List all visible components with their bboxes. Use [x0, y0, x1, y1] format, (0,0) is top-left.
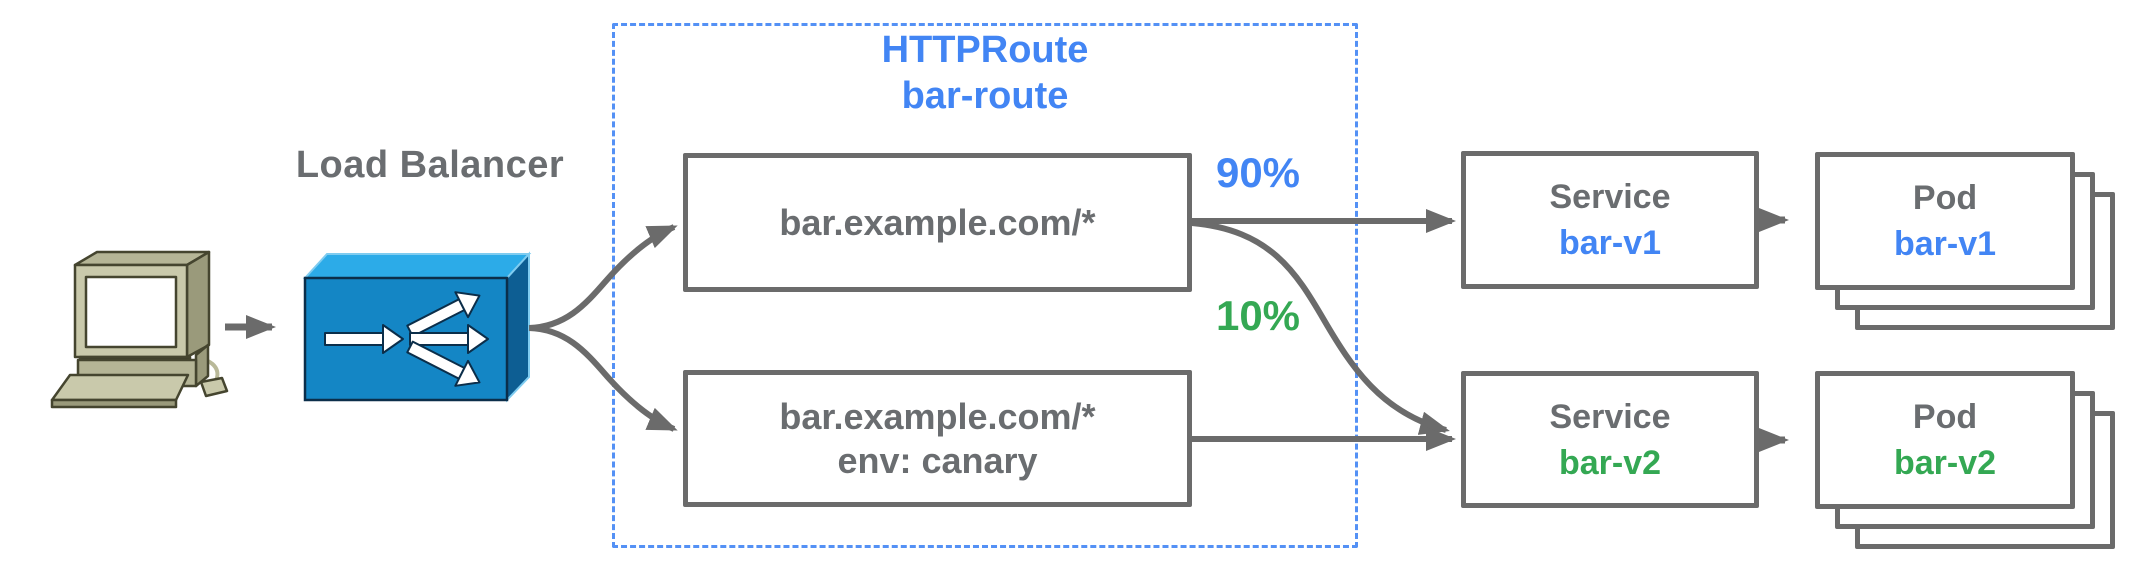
weight-label-10: 10%: [1215, 292, 1301, 339]
service-name: bar-v1: [1558, 224, 1662, 262]
lb-to-rule2-arrow: [528, 325, 678, 432]
keyboard: [50, 373, 190, 402]
pod-name: bar-v2: [1893, 444, 1997, 482]
httproute-group-outline: [612, 23, 1358, 548]
httproute-title: HTTPRoute bar-route: [612, 27, 1358, 119]
desktop-computer-icon: [50, 250, 229, 409]
pod-name: bar-v1: [1893, 225, 1997, 263]
service-box-bar-v1: Service bar-v1: [1461, 151, 1759, 289]
pod-card-bar-v2: Pod bar-v2: [1815, 371, 2075, 509]
route-rule-box-canary: bar.example.com/* env: canary: [683, 370, 1192, 507]
arrow-10-percent-curve: [1191, 220, 1450, 435]
lb-split-arrows: [324, 291, 489, 387]
route-rule-match: bar.example.com/*: [779, 395, 1096, 437]
mouse: [199, 376, 229, 398]
pod-stack-bar-v2: Pod bar-v2: [1815, 371, 2117, 551]
pod-card-bar-v1: Pod bar-v1: [1815, 152, 2075, 290]
pod-kind: Pod: [1912, 398, 1978, 436]
pod-stack-bar-v1: Pod bar-v1: [1815, 152, 2117, 332]
lb-to-rule1-arrow: [528, 224, 678, 331]
httproute-title-kind: HTTPRoute: [881, 29, 1089, 71]
service-name: bar-v2: [1558, 443, 1662, 482]
load-balancer-icon: [302, 251, 532, 403]
weight-label-90: 90%: [1215, 149, 1301, 196]
service-kind: Service: [1549, 397, 1671, 436]
service-box-bar-v2: Service bar-v2: [1461, 371, 1759, 508]
monitor-screen: [84, 275, 178, 349]
route-rule-detail: env: canary: [837, 439, 1038, 481]
service-kind: Service: [1549, 178, 1671, 216]
httproute-title-name: bar-route: [901, 75, 1069, 117]
route-rule-match: bar.example.com/*: [779, 201, 1096, 243]
route-rule-box-primary: bar.example.com/*: [683, 153, 1192, 292]
load-balancer-label: Load Balancer: [295, 144, 565, 186]
pod-kind: Pod: [1912, 179, 1978, 217]
